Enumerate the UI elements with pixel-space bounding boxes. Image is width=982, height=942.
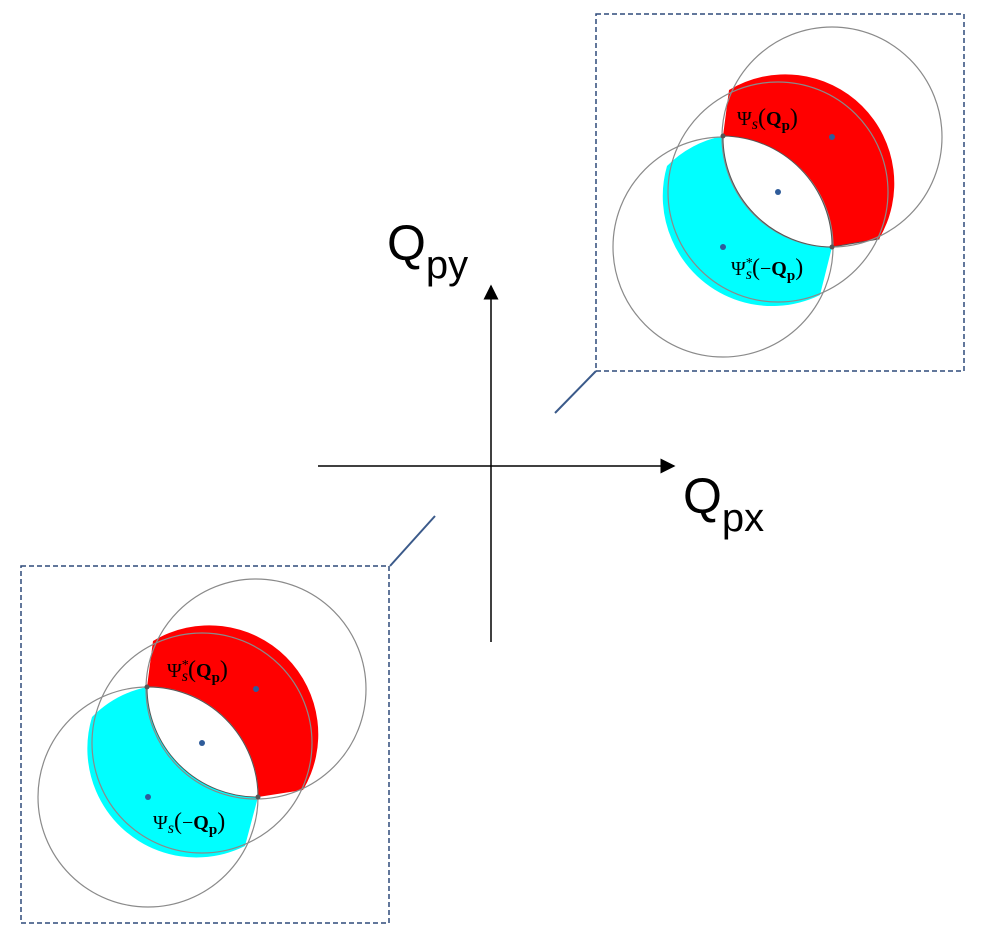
y-axis-label: Qpy (387, 215, 468, 287)
center-dot (775, 189, 781, 195)
intersection-dot (255, 794, 261, 800)
intersection-dot (829, 244, 835, 250)
red-region-top (723, 74, 895, 239)
center-dot (145, 794, 151, 800)
cyan-region-label: Ψs(−Qp) (153, 809, 225, 838)
connector-line-bottom-left (389, 515, 436, 567)
intersection-dot (144, 684, 150, 690)
inset-frame (595, 13, 965, 372)
center-dot (829, 134, 835, 140)
circle-middle (91, 632, 313, 854)
red-region-label: Ψs(Qp) (737, 105, 798, 134)
center-dot (199, 740, 205, 746)
red-region (147, 625, 319, 797)
cyan-region-label: Ψ*s(−Qp) (731, 255, 803, 284)
inset-bottom-left: Ψ*s(Qp) Ψs(−Qp) (20, 565, 390, 924)
red-region-label: Ψ*s(Qp) (167, 657, 228, 686)
cyan-region (87, 687, 258, 858)
inset-frame (20, 565, 390, 924)
center-dot (253, 686, 259, 692)
cyan-region (662, 136, 832, 307)
x-axis-label: Qpx (683, 468, 764, 540)
main-axes: Qpy Qpx (318, 215, 764, 642)
connector-line-top-right (554, 370, 597, 414)
center-dot (720, 244, 726, 250)
intersection-dot (720, 133, 726, 139)
circle-middle (667, 81, 889, 303)
inset-top-right: Ψs(Qp) Ψ*s(−Qp) (595, 13, 965, 372)
